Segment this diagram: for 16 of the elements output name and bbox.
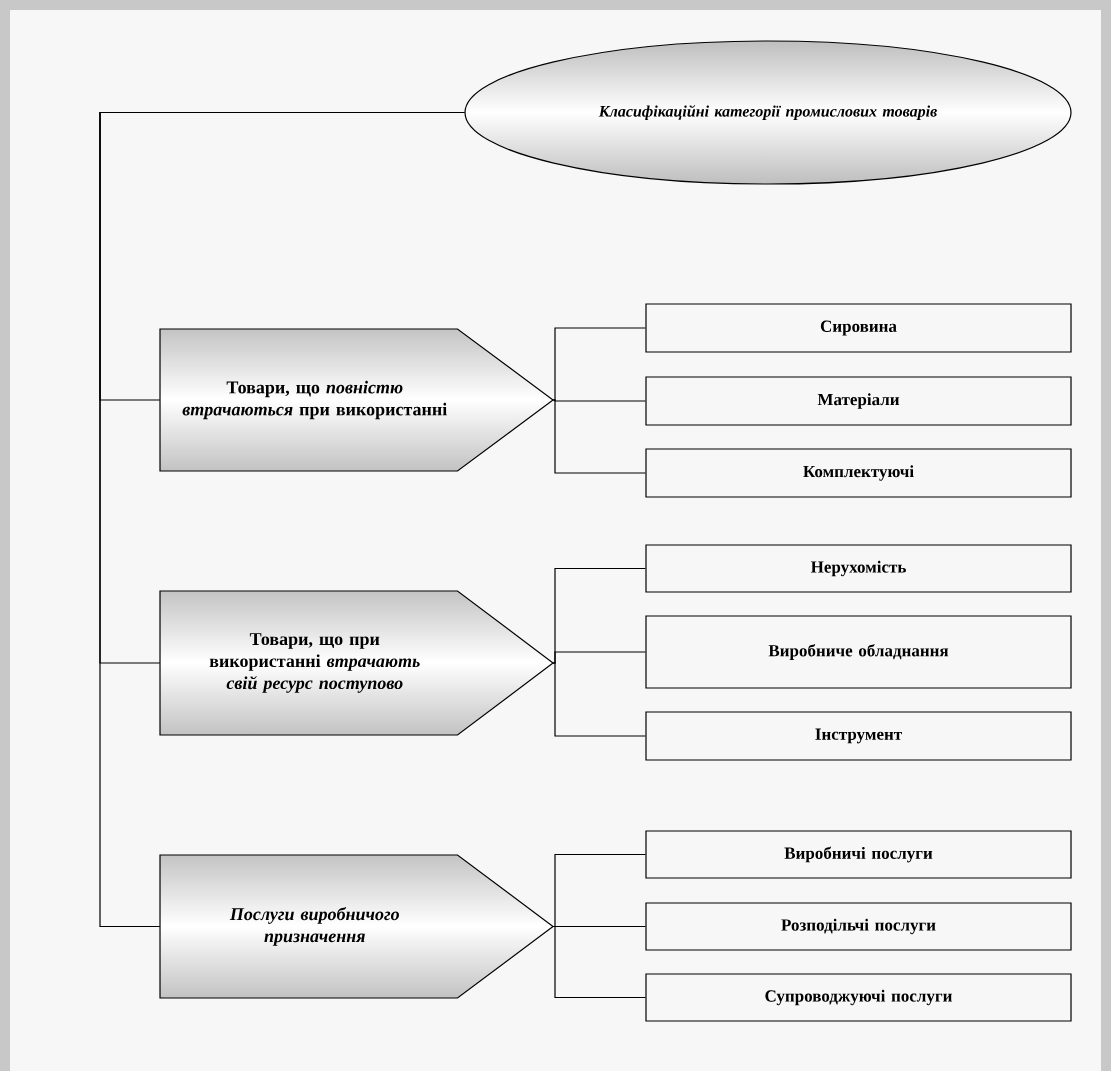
connector-line	[552, 662, 646, 737]
category-box: Інструмент	[645, 711, 1072, 761]
connector-line	[552, 399, 646, 474]
connector-line	[552, 853, 646, 928]
connector-line	[99, 111, 465, 928]
category-box: Виробниче обладнання	[645, 615, 1072, 689]
category-box: Матеріали	[645, 376, 1072, 426]
category-box: Розподільчі послуги	[645, 902, 1072, 951]
category-box: Супроводжуючі послуги	[645, 973, 1072, 1022]
connector-line	[552, 327, 646, 401]
category-box: Виробничі послуги	[645, 830, 1072, 879]
category-box: Нерухомість	[645, 544, 1072, 593]
category-box: Комплектуючі	[645, 448, 1072, 498]
connector-line	[552, 925, 646, 999]
category-box: Сировина	[645, 303, 1072, 353]
connector-line	[552, 651, 646, 664]
